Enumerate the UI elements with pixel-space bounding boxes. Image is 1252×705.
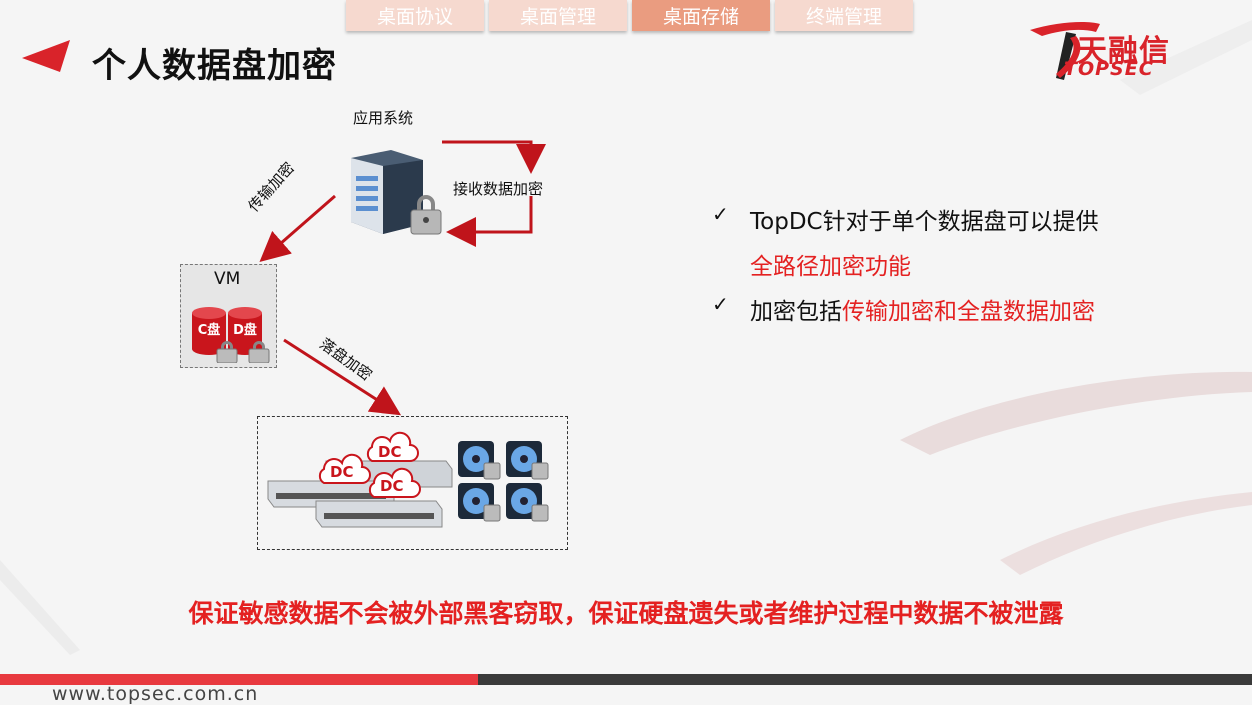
- storage-box: DC DC DC: [257, 416, 568, 550]
- footer-bar-dark: [478, 674, 1252, 685]
- check-icon: ✓: [712, 202, 729, 226]
- tab-terminal-management[interactable]: 终端管理: [775, 0, 913, 31]
- footer-url[interactable]: www.topsec.com.cn: [52, 683, 259, 705]
- dc-cloud-label: DC: [380, 477, 404, 495]
- lock-icon: [216, 341, 238, 363]
- tab-desktop-storage[interactable]: 桌面存储: [632, 0, 770, 31]
- footer-bar-red: [0, 674, 478, 685]
- transfer-arrow: [259, 194, 336, 262]
- bullet-text-highlight: 全路径加密功能: [750, 254, 911, 280]
- tab-desktop-management[interactable]: 桌面管理: [489, 0, 627, 31]
- disk-d-icon: [228, 307, 262, 355]
- dc-cloud-label: DC: [330, 463, 354, 481]
- server-lock-icon: [351, 150, 442, 235]
- receive-encrypt-label: 接收数据加密: [453, 180, 544, 198]
- disk-d-label: D盘: [233, 323, 257, 338]
- list-item: ✓ 加密包括传输加密和全盘数据加密: [712, 292, 1099, 337]
- hard-disk-lock-icons: [458, 441, 549, 522]
- bullet-list: ✓ TopDC针对于单个数据盘可以提供 全路径加密功能 ✓ 加密包括传输加密和全…: [712, 202, 1099, 337]
- section-tabs: 桌面协议 桌面管理 桌面存储 终端管理: [346, 0, 913, 31]
- dc-cloud-label: DC: [378, 443, 402, 461]
- tab-desktop-protocol[interactable]: 桌面协议: [346, 0, 484, 31]
- logo-text-cn: 天融信: [1077, 34, 1170, 69]
- storage-server-icon: [267, 431, 453, 528]
- title-arrow-icon: [22, 40, 70, 72]
- disk-c-label: C盘: [197, 323, 221, 338]
- check-icon: ✓: [712, 292, 729, 316]
- topsec-logo-icon: [1030, 22, 1100, 80]
- storage-arrow: [283, 338, 402, 416]
- list-item: 全路径加密功能: [712, 247, 1099, 292]
- page-title: 个人数据盘加密: [92, 46, 337, 86]
- app-system-label: 应用系统: [353, 109, 414, 127]
- bullet-text: TopDC针对于单个数据盘可以提供: [750, 209, 1099, 235]
- slogan: 保证敏感数据不会被外部黑客窃取，保证硬盘遗失或者维护过程中数据不被泄露: [188, 599, 1064, 628]
- logo-text-en: TOPSEC: [1064, 58, 1154, 80]
- receive-loop-arrow: [442, 140, 546, 174]
- vm-label: VM: [214, 269, 241, 289]
- vm-box: VM C盘 D盘: [180, 264, 277, 368]
- bullet-text-highlight: 传输加密和全盘数据加密: [842, 299, 1095, 325]
- list-item: ✓ TopDC针对于单个数据盘可以提供: [712, 202, 1099, 247]
- disk-c-icon: [192, 307, 226, 355]
- bullet-text: 加密包括: [750, 299, 842, 325]
- lock-icon: [248, 341, 270, 363]
